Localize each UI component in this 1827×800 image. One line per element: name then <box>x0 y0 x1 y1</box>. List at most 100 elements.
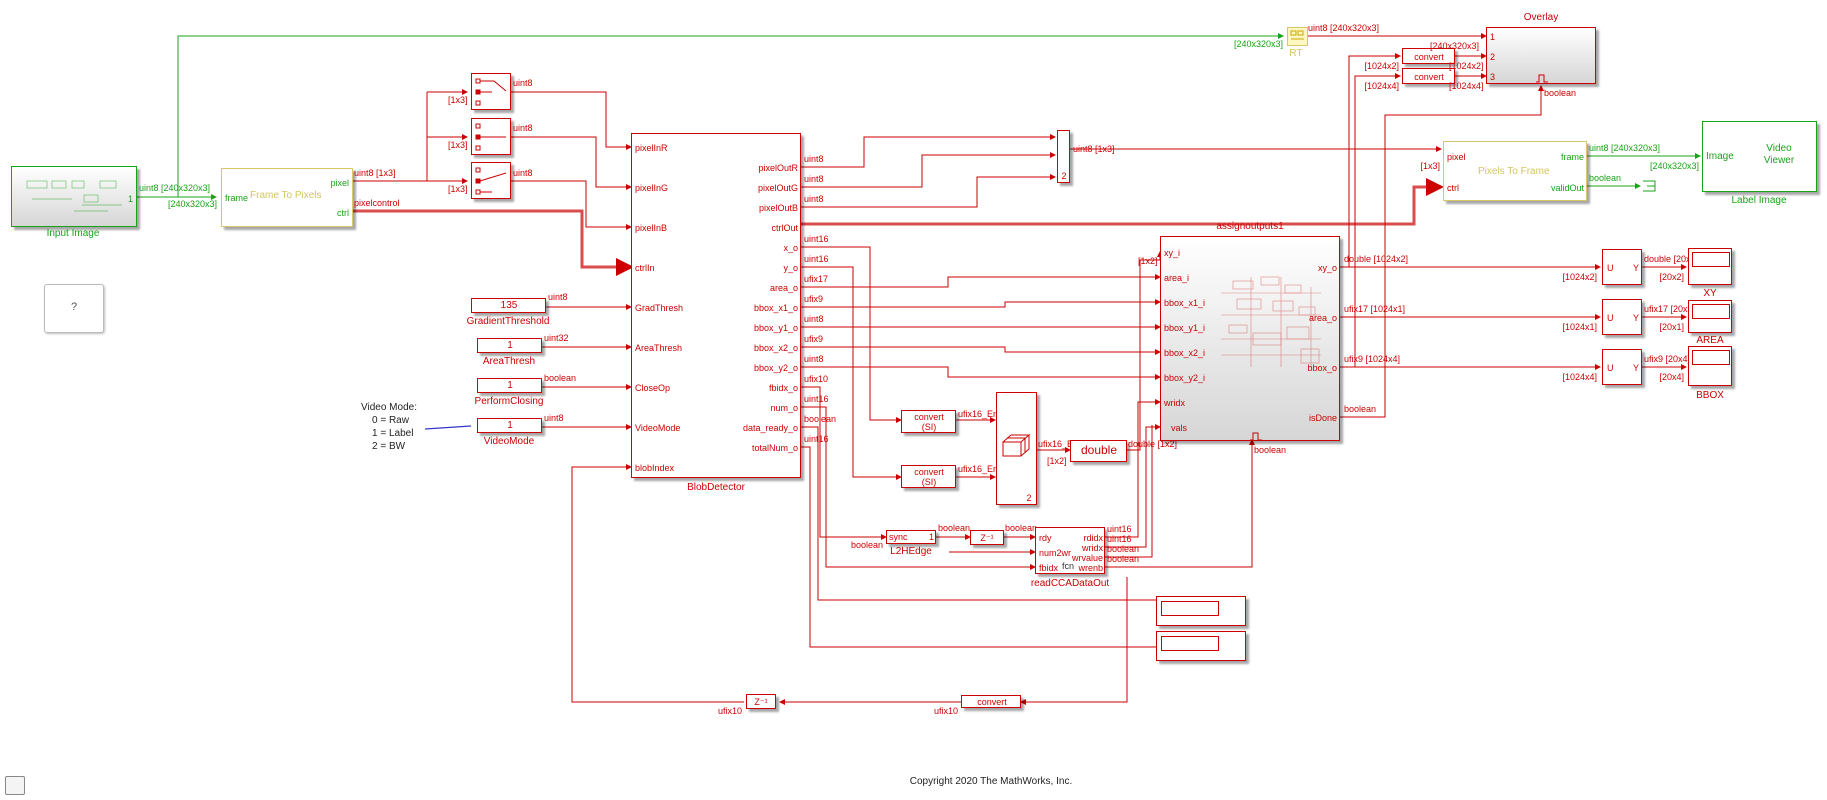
assign-outputs-block[interactable]: xy_i area_i bbox_x1_i bbox_y1_i bbox_x2_… <box>1160 236 1340 441</box>
pixels-to-frame-block[interactable]: Pixels To Frame pixel ctrl frame validOu… <box>1443 141 1587 201</box>
port-in: pixelInR <box>635 143 668 153</box>
convert-si-block-2[interactable]: convert (SI) <box>901 465 956 488</box>
input-image-block[interactable]: 1 <box>11 166 137 227</box>
frame-to-pixels-block[interactable]: Frame To Pixels frame pixel ctrl <box>221 168 353 227</box>
vector-concatenate-block[interactable]: 2 <box>996 392 1037 505</box>
display-block-1[interactable] <box>1156 596 1246 626</box>
port-in: area_i <box>1164 273 1190 283</box>
mux-count: 2 <box>1026 493 1032 503</box>
port-in: pixelInG <box>635 183 669 193</box>
signal-label-pixelcontrol: pixelcontrol <box>354 198 400 208</box>
sig-overlay-240: [240x320x3] <box>1430 41 1480 51</box>
port-in: 3 <box>1490 72 1496 82</box>
terminator-icon <box>1643 180 1656 192</box>
delay-icon: Z⁻¹ <box>980 533 994 543</box>
port-u: U <box>1607 313 1614 323</box>
signal-label-1x3-b: [1x3] <box>448 184 468 194</box>
assign-outputs-label: assignoutputs1 <box>1216 221 1284 232</box>
unit-delay-block-1[interactable]: Z⁻¹ <box>970 530 1004 545</box>
sig-ufix10-conv: ufix10 <box>933 706 958 716</box>
signal-label-input-type: uint8 [240x320x3] <box>139 183 211 193</box>
convert-block-overlay-1[interactable]: convert <box>1402 48 1455 64</box>
blob-detector-block[interactable]: pixelInR pixelInG pixelInB ctrlIn GradTh… <box>631 133 801 478</box>
port-in: fbidx <box>1039 563 1059 573</box>
video-viewer-in: Image <box>1706 151 1734 162</box>
sig-double-1x2: double [1x2] <box>1128 439 1178 449</box>
port-out: bbox_x1_o <box>753 303 798 313</box>
port-out: wrvalue <box>1071 553 1103 563</box>
port-out: area_o <box>769 283 798 293</box>
display-area[interactable] <box>1688 300 1732 333</box>
sig-1024x4: [1024x4] <box>1562 372 1597 382</box>
pixels-to-frame-in-pixel: pixel <box>1447 152 1466 162</box>
convert-block-overlay-2[interactable]: convert <box>1402 68 1455 84</box>
help-question-icon: ? <box>70 301 78 313</box>
sig-wrenb: boolean <box>1107 554 1140 564</box>
convert-block-feedback[interactable]: convert <box>961 695 1021 708</box>
display-block-2[interactable] <box>1156 631 1246 661</box>
help-block[interactable]: ? <box>44 284 104 333</box>
port-y: Y <box>1632 363 1639 373</box>
unit-delay-block-2[interactable]: Z⁻¹ <box>746 694 776 709</box>
matlab-function-icon: fcn <box>1062 561 1075 571</box>
constant-label-gradient: GradientThreshold <box>466 316 550 327</box>
l2hedge-block[interactable]: sync 1 <box>886 530 936 544</box>
display-xy[interactable] <box>1688 248 1732 285</box>
display-bbox[interactable] <box>1688 346 1732 386</box>
display-field <box>1692 252 1730 267</box>
port-in: 1 <box>1490 32 1496 42</box>
switch-block-g[interactable] <box>471 118 511 155</box>
constant-perform-closing[interactable]: 1 <box>477 378 542 393</box>
sig-overlay-1024x4: [1024x4] <box>1449 81 1484 91</box>
port-out: bbox_y2_o <box>753 363 798 373</box>
sig-x: uint16 <box>804 234 829 244</box>
constant-gradient-threshold[interactable]: 135 <box>471 298 546 313</box>
switch-block-b[interactable] <box>471 162 511 199</box>
convert-si-block-1[interactable]: convert (SI) <box>901 410 956 433</box>
read-cca-label: readCCADataOut <box>1030 578 1110 589</box>
sig-ptf-out-dims: [240x320x3] <box>1650 161 1700 171</box>
sig-ptf-valid: boolean <box>1589 173 1622 183</box>
sig-rdidx: uint16 <box>1107 524 1132 534</box>
sig-overlay-in-1024x4: [1024x4] <box>1364 81 1399 91</box>
model-browser-toggle-icon[interactable] <box>5 776 25 795</box>
port-out: bbox_x2_o <box>753 343 798 353</box>
l2hedge-out: 1 <box>928 532 934 542</box>
constant-value: 135 <box>500 300 518 311</box>
rate-transition-block[interactable] <box>1287 27 1308 46</box>
video-viewer-block[interactable]: Image Video Viewer <box>1702 121 1817 192</box>
constant-label-video-mode: VideoMode <box>483 436 535 447</box>
data-type-double-block[interactable]: double <box>1070 440 1127 462</box>
switch-icon <box>475 78 507 106</box>
video-viewer-title-2: Viewer <box>1763 155 1795 166</box>
port-y: Y <box>1632 263 1639 273</box>
signal-label-pixel: uint8 [1x3] <box>354 168 396 178</box>
port-in: bbox_x1_i <box>1164 298 1206 308</box>
switch-block-r[interactable] <box>471 73 511 110</box>
sig-mux-out: uint8 [1x3] <box>1073 144 1115 154</box>
rate-transition-label: RT <box>1289 48 1303 59</box>
sig-20x1: [20x1] <box>1659 322 1684 332</box>
reshape-block-area[interactable]: U Y <box>1602 299 1642 335</box>
sig-out-b: uint8 <box>804 194 824 204</box>
constant-type-area: uint32 <box>544 333 569 343</box>
read-cca-data-out-block[interactable]: rdy num2wr fbidx rdidx wridx wrvalue wre… <box>1035 527 1105 574</box>
port-y: Y <box>1632 313 1639 323</box>
sig-1x2-b: [1x2] <box>1138 256 1158 266</box>
mux-block-pixel[interactable]: 2 <box>1057 130 1070 183</box>
constant-area-thresh[interactable]: 1 <box>477 338 542 353</box>
reshape-block-bbox[interactable]: U Y <box>1602 349 1642 385</box>
constant-video-mode[interactable]: 1 <box>477 418 542 433</box>
annotation-line: 1 = Label <box>372 428 414 439</box>
overlay-block[interactable]: 1 2 3 <box>1486 27 1596 84</box>
sig-y: uint16 <box>804 254 829 264</box>
port-u: U <box>1607 263 1614 273</box>
sig-bbox-x1: ufix9 <box>804 294 824 304</box>
port-in: bbox_y1_i <box>1164 323 1206 333</box>
l2hedge-in: sync <box>889 532 908 542</box>
signal-label-1x3-r: [1x3] <box>448 95 468 105</box>
reshape-block-xy[interactable]: U Y <box>1602 249 1642 285</box>
port-out: pixelOutR <box>758 163 798 173</box>
sig-1x2-a: [1x2] <box>1047 456 1067 466</box>
display-field <box>1161 636 1219 651</box>
